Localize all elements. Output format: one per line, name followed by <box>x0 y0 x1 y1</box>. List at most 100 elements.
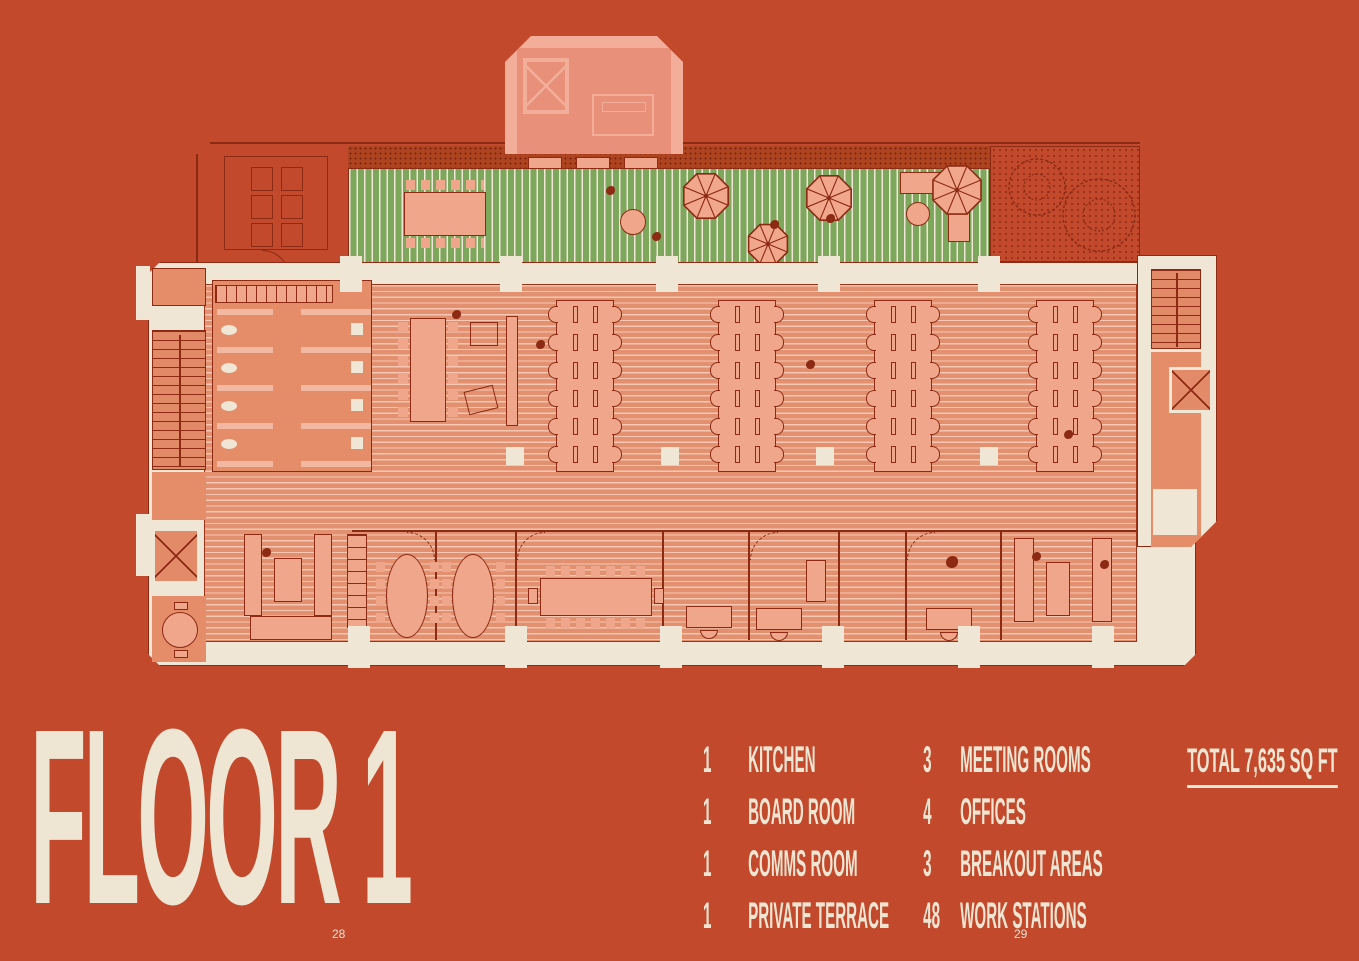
page-title: FLOOR 1 <box>30 677 413 956</box>
office-sofa <box>806 560 826 602</box>
chair <box>866 446 876 463</box>
office-desk <box>926 608 972 630</box>
desk <box>1073 362 1078 379</box>
desk <box>735 362 740 379</box>
total-area-label: TOTAL 7,635 SQ FT <box>1187 744 1338 788</box>
desk <box>755 390 760 407</box>
meeting-chairs <box>496 562 505 630</box>
right-core <box>1137 255 1217 547</box>
desk <box>911 306 916 323</box>
chair <box>866 362 876 379</box>
partition <box>662 530 664 640</box>
desk <box>891 334 896 351</box>
desk <box>735 334 740 351</box>
partition <box>1000 530 1002 640</box>
right-stairs <box>1151 269 1201 349</box>
chair <box>1028 334 1038 351</box>
kitchen-counter <box>506 316 518 426</box>
desk <box>1053 334 1058 351</box>
desk <box>735 306 740 323</box>
desk <box>735 390 740 407</box>
desk <box>911 362 916 379</box>
desk-bank <box>866 300 940 472</box>
desk <box>593 390 598 407</box>
board-room-table <box>540 578 652 616</box>
lounge-sofa <box>1014 538 1034 622</box>
desk <box>573 418 578 435</box>
person-marker <box>606 186 615 195</box>
facade-pier <box>500 256 522 292</box>
desk <box>1073 390 1078 407</box>
partition <box>905 530 907 640</box>
partition <box>515 530 517 640</box>
desk-bank <box>1028 300 1102 472</box>
legend-count: 1 <box>703 895 712 936</box>
office-desk <box>250 616 332 640</box>
legend-label: OFFICES <box>960 791 1026 832</box>
desk <box>1053 446 1058 463</box>
meeting-chairs <box>442 562 451 630</box>
partition <box>838 530 840 640</box>
comms-room <box>592 94 654 136</box>
wc-cubicles-right <box>301 309 371 469</box>
person-marker <box>1064 430 1073 439</box>
kitchen-table <box>410 318 446 422</box>
desk <box>755 334 760 351</box>
legend-label: COMMS ROOM <box>748 843 858 884</box>
desk <box>755 306 760 323</box>
lounge-sofa <box>1092 538 1112 622</box>
desk <box>573 334 578 351</box>
left-breakout-cell <box>152 596 206 662</box>
facade-tab <box>136 514 150 576</box>
terrace-planter <box>624 157 658 169</box>
legend-label: BREAKOUT AREAS <box>960 843 1103 884</box>
meeting-chairs <box>430 562 439 630</box>
desk <box>573 446 578 463</box>
chair <box>710 306 720 323</box>
desk <box>755 446 760 463</box>
chair <box>866 306 876 323</box>
desk <box>911 446 916 463</box>
lift-shaft <box>152 528 200 584</box>
kitchen-unit <box>470 322 498 346</box>
chair <box>710 334 720 351</box>
board-room-chairs-bottom <box>546 618 646 628</box>
wc-cubicles-left <box>217 309 273 469</box>
kitchen-chairs-left <box>398 322 408 418</box>
desk <box>593 362 598 379</box>
chair <box>710 418 720 435</box>
chair <box>1028 362 1038 379</box>
desk <box>911 334 916 351</box>
lift-shaft <box>1169 367 1213 413</box>
legend-count: 4 <box>923 791 932 832</box>
chair <box>548 418 558 435</box>
legend-count: 1 <box>703 739 712 780</box>
chair <box>1028 418 1038 435</box>
facade-pier <box>818 256 840 292</box>
legend-count: 3 <box>923 843 932 884</box>
person-marker <box>826 214 835 223</box>
plant-room <box>224 156 328 250</box>
chair <box>1028 446 1038 463</box>
legend-count: 1 <box>703 843 712 884</box>
desk <box>735 418 740 435</box>
desk <box>1053 362 1058 379</box>
chair <box>548 334 558 351</box>
column <box>661 447 679 465</box>
legend-label: PRIVATE TERRACE <box>748 895 890 936</box>
facade-pier <box>340 256 362 292</box>
desk <box>593 306 598 323</box>
desk <box>891 306 896 323</box>
person-marker <box>806 360 815 369</box>
legend-count: 1 <box>703 791 712 832</box>
chair <box>866 334 876 351</box>
lounge-coffee-table <box>274 558 302 602</box>
roof-garden <box>990 146 1140 262</box>
desk <box>911 418 916 435</box>
legend-label: BOARD ROOM <box>748 791 856 832</box>
column <box>506 447 524 465</box>
meeting-chairs <box>376 562 385 630</box>
storage-unit <box>347 534 367 628</box>
facade-pier <box>958 626 980 668</box>
legend-count: 48 <box>923 895 941 936</box>
